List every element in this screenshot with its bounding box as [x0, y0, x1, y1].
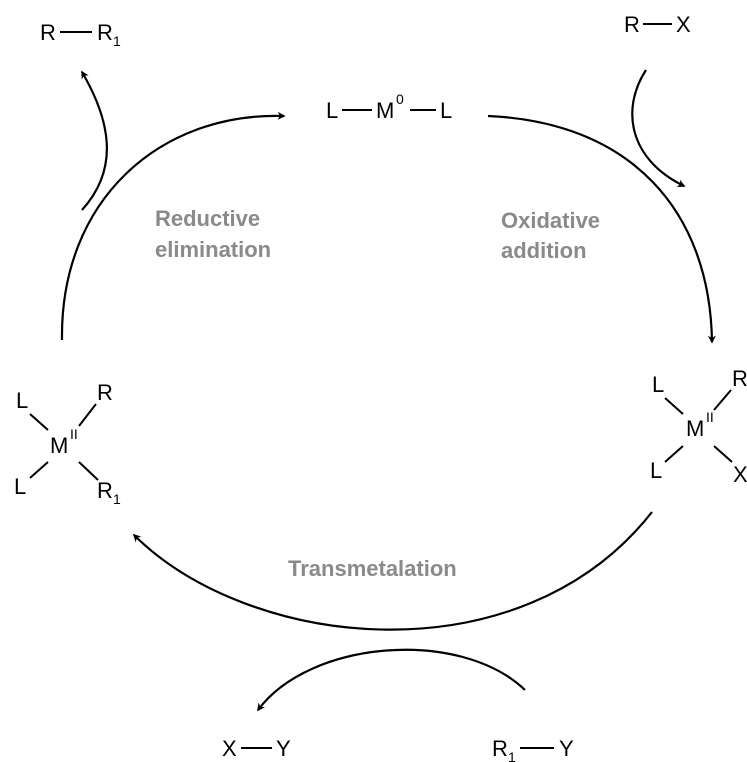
- catalyst-right-ligand: L: [440, 98, 452, 123]
- tm-complex-metal: M: [50, 433, 68, 458]
- product-r1: R: [97, 20, 113, 45]
- catalyst-metal: M: [376, 98, 394, 123]
- ox-complex-upper-left-ligand: L: [652, 372, 664, 397]
- ox-complex-metal: M: [686, 416, 704, 441]
- catalyst-oxidation-state: 0: [396, 91, 404, 107]
- tm-complex-upper-left-ligand: L: [16, 388, 28, 413]
- tm-bond-lower-left: [29, 461, 49, 479]
- ox-bond-upper-left: [664, 397, 684, 415]
- reagent-exchange-arrow: [257, 648, 526, 712]
- ox-complex-upper-right-ligand: R: [732, 366, 747, 391]
- ox-bond-upper-right: [713, 389, 732, 411]
- byproduct-y: Y: [276, 736, 291, 761]
- transmetalation-label: Transmetalation: [288, 556, 457, 581]
- oxidative-addition-arrow: [487, 114, 716, 344]
- tm-complex-lower-right-subscript: 1: [113, 491, 121, 507]
- substrate-entry-arrow: [631, 69, 686, 187]
- byproduct-x: X: [222, 736, 237, 761]
- ox-complex-lower-left-ligand: L: [650, 458, 662, 483]
- reductive-elimination-label-line2: elimination: [155, 237, 271, 262]
- tm-complex-oxidation-state: II: [70, 426, 78, 442]
- reductive-elimination-label-line1: Reductive: [155, 206, 260, 231]
- substrate-r: R: [624, 12, 640, 37]
- tm-complex-upper-right-ligand: R: [97, 380, 113, 405]
- tm-bond-lower-right: [78, 461, 99, 481]
- ox-bond-lower-left: [664, 445, 684, 463]
- product-r1-subscript: 1: [113, 33, 121, 49]
- tm-complex-lower-left-ligand: L: [14, 474, 26, 499]
- reagent-y: Y: [559, 736, 574, 761]
- transmetalation-arrow: [132, 511, 653, 631]
- catalyst-left-ligand: L: [326, 98, 338, 123]
- tm-bond-upper-right: [78, 403, 97, 427]
- product-r: R: [40, 20, 56, 45]
- tm-complex-lower-right-ligand: R: [97, 478, 113, 503]
- ox-complex-oxidation-state: II: [706, 409, 714, 425]
- reagent-r1-subscript: 1: [508, 749, 516, 762]
- oxidative-addition-label-line1: Oxidative: [501, 208, 600, 233]
- product-exit-arrow: [81, 70, 108, 211]
- oxidative-addition-label-line2: addition: [501, 238, 587, 263]
- ox-bond-lower-right: [713, 445, 733, 463]
- reductive-elimination-arrow: [60, 111, 286, 341]
- reagent-r1: R: [492, 736, 508, 761]
- substrate-x: X: [676, 12, 691, 37]
- ox-complex-lower-right-ligand: X: [733, 462, 747, 487]
- tm-bond-upper-left: [29, 413, 49, 431]
